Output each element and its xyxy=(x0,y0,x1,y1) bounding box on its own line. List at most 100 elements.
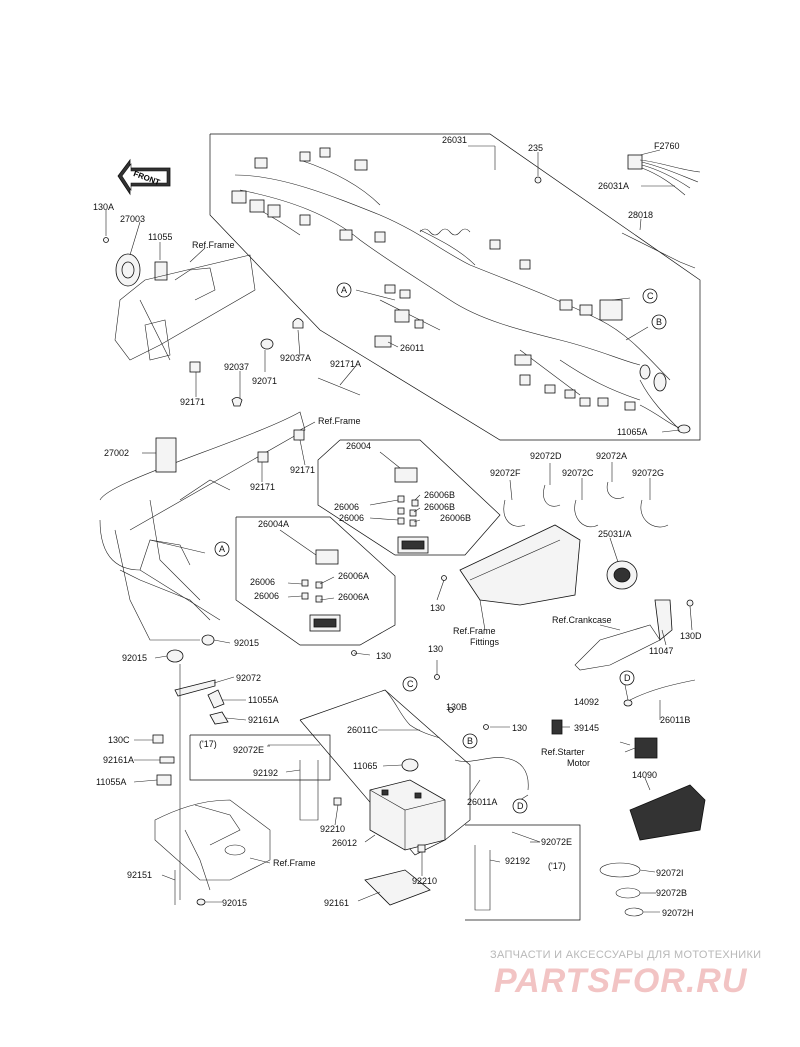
label-27002: 27002 xyxy=(104,448,129,458)
label-26004: 26004 xyxy=(346,441,371,451)
label-26006A-1: 26006A xyxy=(338,571,369,581)
label-26004A: 26004A xyxy=(258,519,289,529)
label-28018: 28018 xyxy=(628,210,653,220)
watermark-logo: PARTSFOR.RU xyxy=(494,962,748,1000)
label-ref-frame-1: Ref.Frame xyxy=(192,240,235,250)
label-130-battery: 130 xyxy=(428,644,443,654)
crankcase-area xyxy=(574,599,673,671)
label-26006B-3: 26006B xyxy=(440,513,471,523)
label-26011A: 26011A xyxy=(467,797,497,807)
label-92210-b: 92210 xyxy=(412,876,437,886)
grommet-92071 xyxy=(260,338,274,350)
band-92171A xyxy=(317,377,361,396)
bands-92192 xyxy=(268,744,541,911)
label-92161A-1: 92161A xyxy=(248,715,279,725)
label-11055A-2: 11055A xyxy=(96,777,126,787)
label-26006-a: 26006 xyxy=(334,502,359,512)
wire-28018 xyxy=(621,232,696,269)
fuse-39145 xyxy=(551,719,563,735)
label-C1: C xyxy=(647,291,654,301)
label-92072: 92072 xyxy=(236,673,261,683)
clip-92210-a xyxy=(333,797,342,806)
pad-92161A-b xyxy=(159,756,175,764)
pad-92161A-a xyxy=(209,711,229,725)
label-130D: 130D xyxy=(680,631,702,641)
label-130-fuse: 130 xyxy=(430,603,445,613)
starter-relay xyxy=(619,737,658,759)
label-130-fuse-a: 130 xyxy=(376,651,391,661)
label-ref-frame-fittings-2: Fittings xyxy=(470,637,500,647)
label-14092: 14092 xyxy=(574,697,599,707)
label-11065A: 11065A xyxy=(617,427,647,437)
label-26006-b: 26006 xyxy=(339,513,364,523)
sub-harness-26031A xyxy=(627,154,701,196)
label-92072C: 92072C xyxy=(562,468,594,478)
label-14090: 14090 xyxy=(632,770,657,780)
label-92072F: 92072F xyxy=(490,468,521,478)
label-130-right: 130 xyxy=(512,723,527,733)
clip-92210-b xyxy=(417,844,426,853)
nut-92015-left xyxy=(166,649,184,663)
label-26031: 26031 xyxy=(442,135,467,145)
label-ref-starter-1: Ref.Starter xyxy=(541,747,585,757)
label-25031A: 25031/A xyxy=(598,529,632,539)
label-92072B: 92072B xyxy=(656,888,687,898)
battery-26012 xyxy=(369,779,446,851)
part-labels: 26031 235 F2760 26031A 28018 130A 27003 … xyxy=(93,135,702,918)
label-26031A: 26031A xyxy=(598,181,629,191)
bracket-92072 xyxy=(174,679,216,697)
label-92037: 92037 xyxy=(224,362,249,372)
label-92192-a: 92192 xyxy=(253,768,278,778)
bolt-130D xyxy=(686,599,694,607)
bolt-130-fuse xyxy=(441,575,447,581)
clip-92171-mid xyxy=(257,451,269,463)
label-ref-frame-3: Ref.Frame xyxy=(273,858,316,868)
label-F2760: F2760 xyxy=(654,141,680,151)
bracket-11055A-b xyxy=(156,774,172,786)
label-130A: 130A xyxy=(93,202,114,212)
label-92171-right: 92171 xyxy=(290,465,315,475)
clamp-92037A xyxy=(292,318,304,329)
label-92015-bottom: 92015 xyxy=(222,898,247,908)
bracket-11055A-a xyxy=(207,689,225,709)
label-27003: 27003 xyxy=(120,214,145,224)
label-92192-b: 92192 xyxy=(505,856,530,866)
wiring-harness-26031 xyxy=(231,147,691,434)
cap-11065 xyxy=(401,758,419,772)
label-92072A: 92072A xyxy=(596,451,627,461)
label-92210-a: 92210 xyxy=(320,824,345,834)
nut-92015-bottom xyxy=(196,898,206,906)
cable-26011B xyxy=(629,679,696,701)
label-11065: 11065 xyxy=(353,761,377,771)
label-235: 235 xyxy=(528,143,543,153)
horn-27003 xyxy=(115,253,168,287)
nut-92015-right xyxy=(201,634,215,646)
label-17-a: ('17) xyxy=(199,739,217,749)
label-26012: 26012 xyxy=(332,838,357,848)
bolt-130C xyxy=(152,734,164,744)
label-D2: D xyxy=(624,673,631,683)
label-92072E-2: 92072E xyxy=(541,837,572,847)
label-D1: D xyxy=(517,801,524,811)
label-11055: 11055 xyxy=(148,232,172,242)
label-17-b: ('17) xyxy=(548,861,566,871)
pad-92161 xyxy=(364,869,431,906)
label-ref-frame-fittings-1: Ref.Frame xyxy=(453,626,496,636)
label-B2: B xyxy=(467,736,473,746)
label-92072G: 92072G xyxy=(632,468,664,478)
clip-92171-upper xyxy=(189,361,201,373)
washer-14092 xyxy=(623,699,633,707)
label-39145: 39145 xyxy=(574,723,599,733)
label-130C: 130C xyxy=(108,735,130,745)
bolt-130A xyxy=(103,237,109,243)
label-26011: 26011 xyxy=(400,343,424,353)
label-11047: 11047 xyxy=(649,646,673,656)
frame-upper-left xyxy=(114,254,256,361)
clamps-lower-right xyxy=(599,862,644,917)
label-92161A-2: 92161A xyxy=(103,755,134,765)
label-11055A-1: 11055A xyxy=(248,695,278,705)
label-92171A: 92171A xyxy=(330,359,361,369)
label-C2: C xyxy=(407,679,414,689)
socket-25031A xyxy=(606,560,638,590)
